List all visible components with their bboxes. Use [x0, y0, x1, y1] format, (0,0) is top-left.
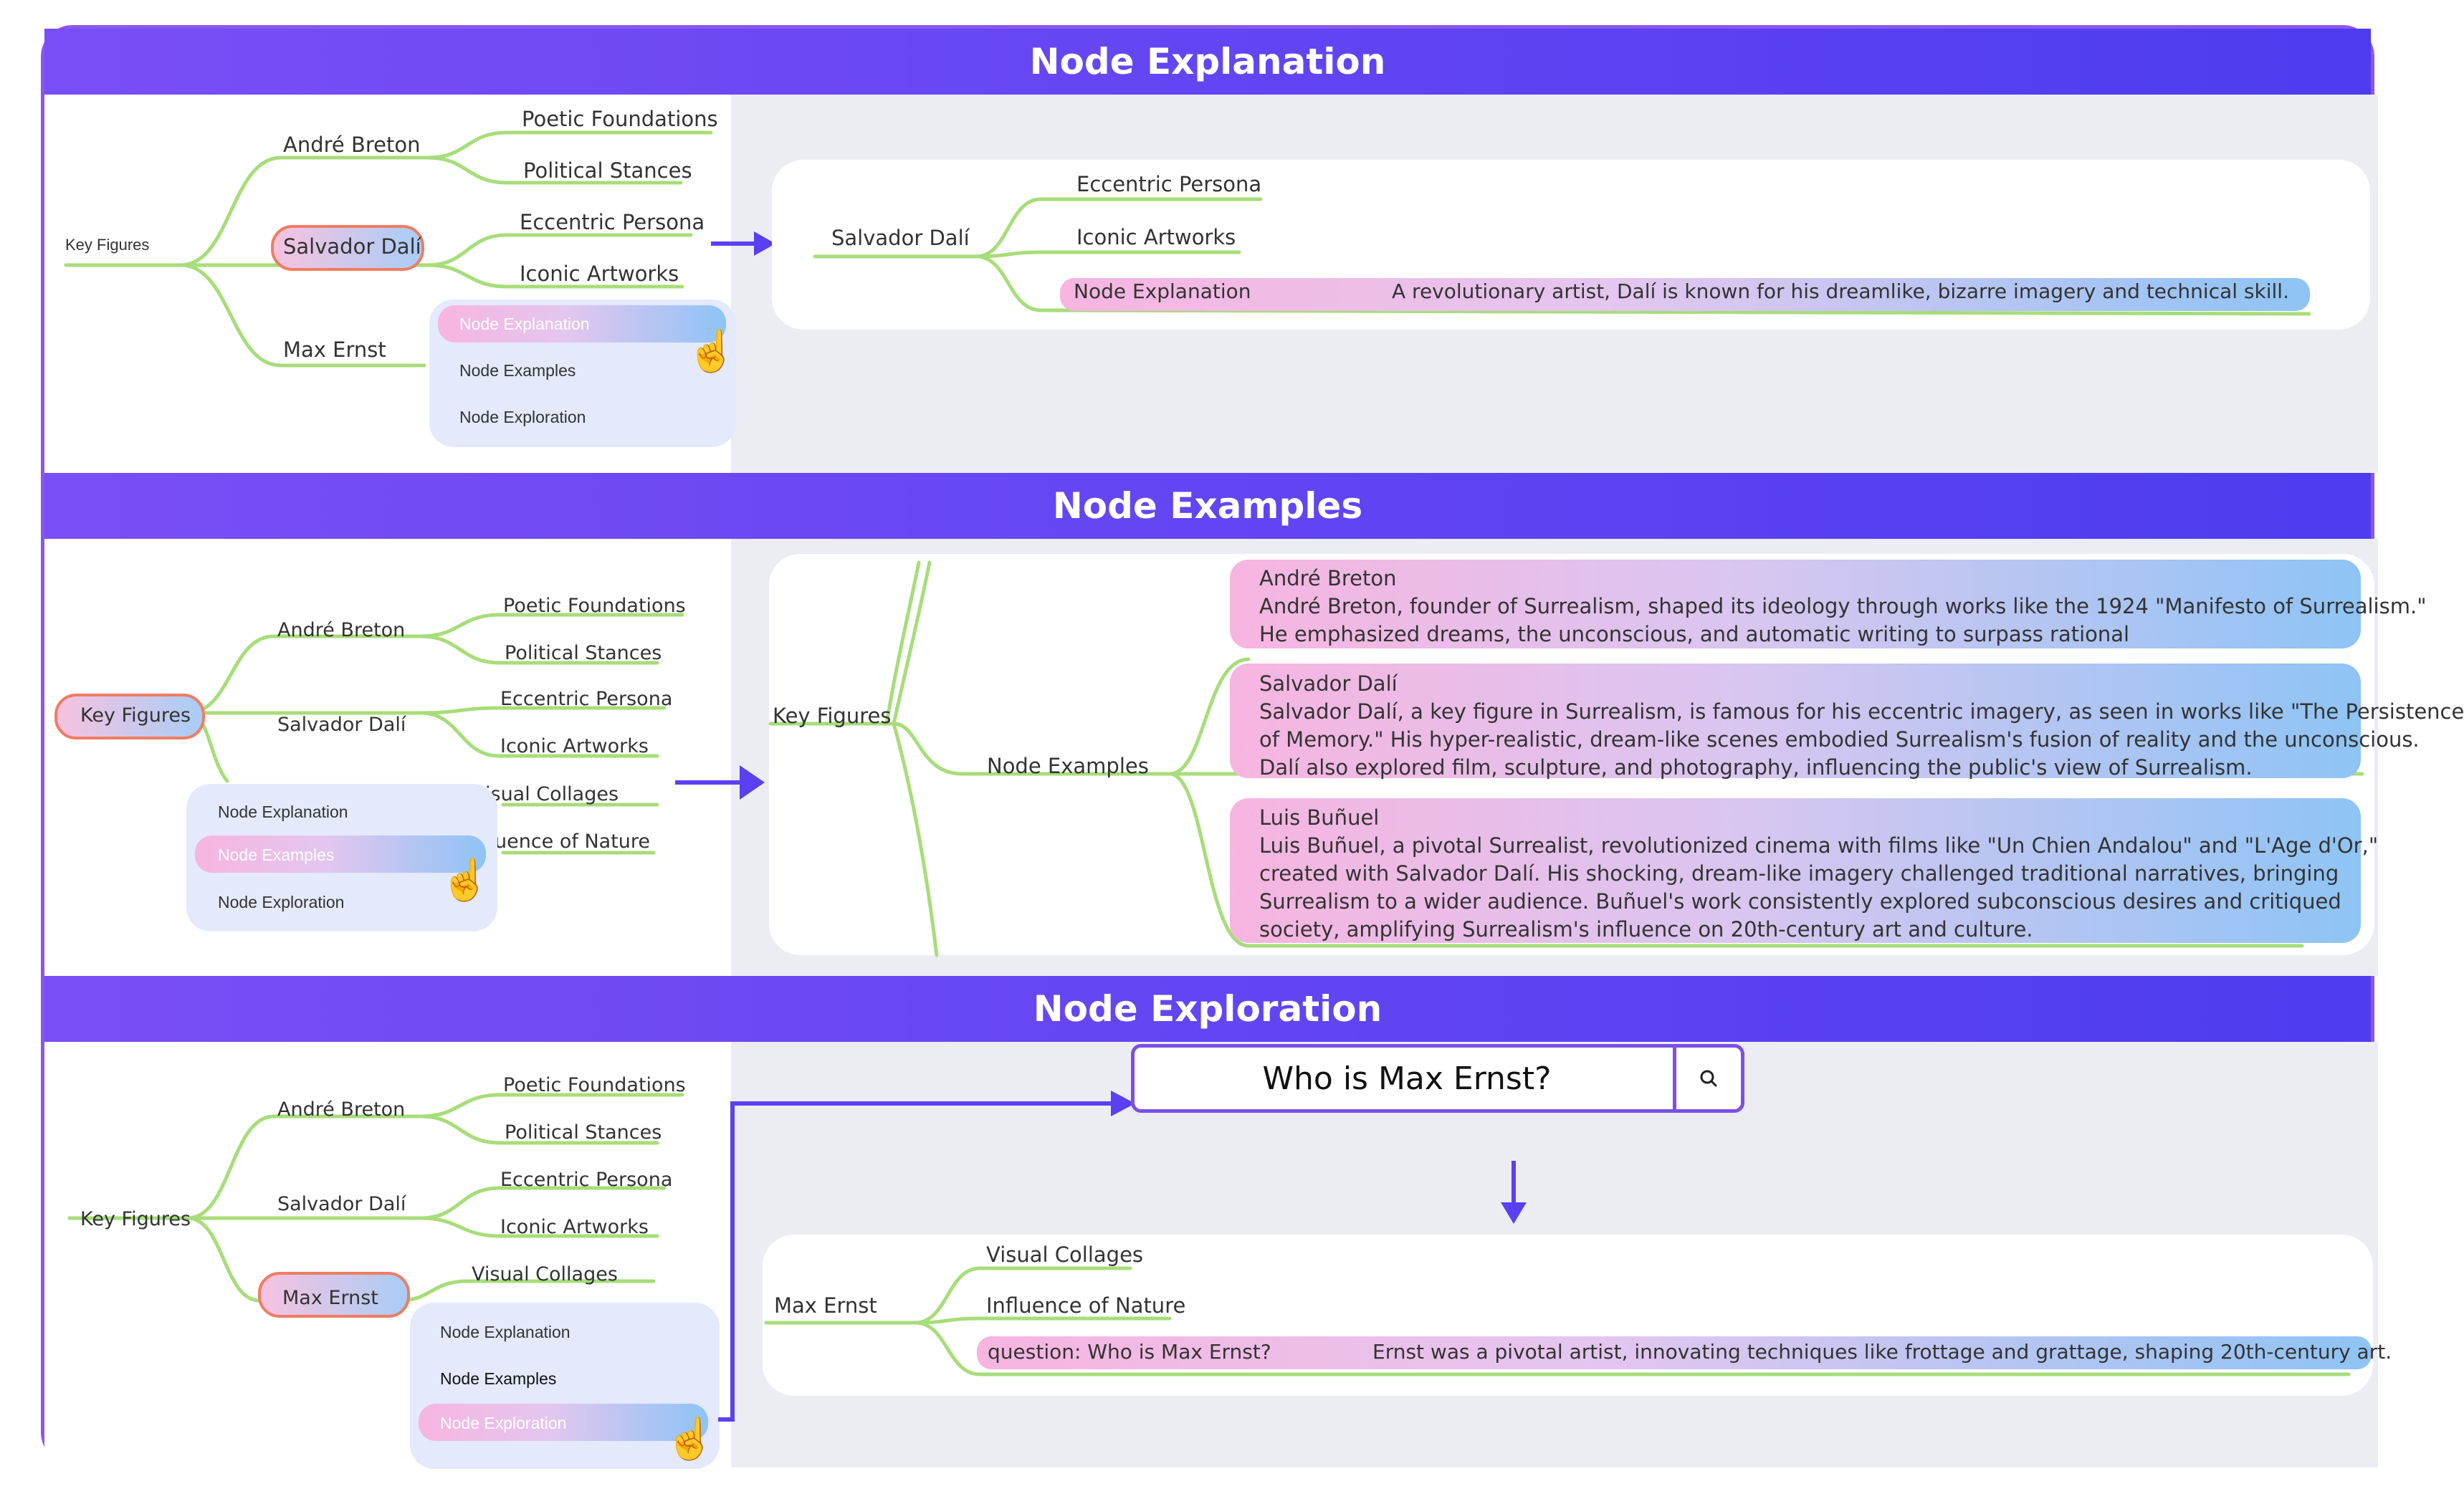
example-card-line: He emphasized dreams, the unconscious, a… [1259, 622, 2130, 646]
result-node-influence-of-nature[interactable]: Influence of Nature [986, 1293, 1186, 1318]
result-node-max-ernst[interactable]: Max Ernst [774, 1293, 877, 1318]
menu-item-label: Node Explanation [459, 315, 590, 333]
exploration-result-pill [977, 1336, 2372, 1369]
branch-lines-result-explanation [813, 197, 2311, 316]
node-eccentric-persona[interactable]: Eccentric Persona [500, 1169, 673, 1191]
section-header-examples: Node Examples [44, 473, 2371, 539]
example-card-luis-bunuel [1230, 798, 2361, 943]
menu-item-node-explanation[interactable]: Node Explanation [218, 803, 348, 821]
example-card-line: of Memory." His hyper-realistic, dream-l… [1259, 727, 2420, 752]
example-card-line: Dalí also explored film, sculpture, and … [1259, 755, 2253, 780]
exploration-answer-text: Ernst was a pivotal artist, innovating t… [1372, 1340, 2392, 1364]
arrow-explanation [711, 231, 775, 256]
node-andre-breton[interactable]: André Breton [277, 1098, 406, 1121]
node-root-key-figures[interactable]: Key Figures [80, 1208, 191, 1230]
node-political-stances[interactable]: Political Stances [523, 158, 692, 183]
context-menu: Node Explanation Node Examples Node Expl… [429, 300, 736, 447]
node-visual-collages[interactable]: isual Collages [485, 783, 619, 805]
node-root[interactable]: Key Figures [65, 236, 150, 254]
node-salvador-dali[interactable]: Salvador Dalí [277, 714, 406, 736]
result-node-examples[interactable]: Node Examples [987, 754, 1149, 778]
example-card-line: Surrealism to a wider audience. Buñuel's… [1259, 889, 2341, 914]
node-poetic-foundations[interactable]: Poetic Foundations [522, 107, 718, 131]
section-header-explanation: Node Explanation [44, 29, 2371, 95]
node-iconic-artworks[interactable]: Iconic Artworks [520, 262, 679, 286]
search-button[interactable] [1673, 1048, 1741, 1109]
example-card-line: created with Salvador Dalí. His shocking… [1259, 861, 2339, 886]
section-title: Node Explanation [1029, 41, 1386, 82]
example-card-name: André Breton [1259, 566, 1397, 590]
node-selected-highlight [258, 1272, 410, 1318]
menu-item-node-explanation[interactable]: Node Explanation [440, 1323, 570, 1341]
explanation-text: A revolutionary artist, Dalí is known fo… [1392, 279, 2289, 303]
branch-lines-exploration [67, 1093, 684, 1303]
context-menu: Node Explanation Node Examples Node Expl… [410, 1303, 720, 1469]
node-political-stances[interactable]: Political Stances [505, 642, 662, 664]
pointer-cursor-icon: ☝ [687, 328, 737, 373]
menu-item-label: Node Exploration [440, 1414, 567, 1432]
example-card-andre-breton [1230, 560, 2361, 648]
pointer-cursor-icon: ☝ [440, 857, 490, 902]
pointer-cursor-icon: ☝ [665, 1416, 715, 1461]
explanation-label: Node Explanation [1074, 279, 1251, 303]
node-influence-of-nature[interactable]: uence of Nature [495, 830, 651, 853]
node-salvador-dali[interactable]: Salvador Dalí [283, 234, 421, 259]
example-card-name: Luis Buñuel [1259, 805, 1380, 830]
node-max-ernst[interactable]: Max Ernst [282, 1287, 378, 1309]
node-salvador-dali[interactable]: Salvador Dalí [277, 1193, 406, 1215]
section-title: Node Exploration [1033, 988, 1383, 1030]
node-andre-breton[interactable]: André Breton [283, 133, 421, 157]
menu-item-node-examples[interactable] [195, 835, 486, 873]
menu-item-node-exploration[interactable]: Node Exploration [459, 408, 586, 426]
menu-item-node-examples[interactable]: Node Examples [459, 361, 576, 380]
section-title: Node Examples [1052, 485, 1363, 527]
node-selected-highlight [54, 694, 205, 739]
search-icon [1700, 1070, 1717, 1087]
explanation-result-pill [1060, 278, 2310, 311]
example-card-line: society, amplifying Surrealism's influen… [1259, 917, 2033, 942]
menu-item-node-exploration[interactable] [419, 1404, 708, 1441]
branch-lines-result-exploration [764, 1266, 2351, 1376]
example-card-salvador-dali [1230, 664, 2361, 778]
node-iconic-artworks[interactable]: Iconic Artworks [500, 1216, 649, 1238]
figure-frame: Node Explanation Key Figures André Breto… [41, 25, 2464, 1469]
result-node-visual-collages[interactable]: Visual Collages [986, 1242, 1144, 1267]
result-node-eccentric-persona[interactable]: Eccentric Persona [1076, 172, 1262, 196]
menu-item-label: Node Examples [218, 846, 335, 864]
node-poetic-foundations[interactable]: Poetic Foundations [503, 1074, 686, 1096]
result-node-iconic-artworks[interactable]: Iconic Artworks [1076, 225, 1236, 249]
node-iconic-artworks[interactable]: Iconic Artworks [500, 735, 649, 757]
example-card-line: Salvador Dalí, a key figure in Surrealis… [1259, 699, 2464, 724]
result-node-key-figures[interactable]: Key Figures [773, 704, 892, 728]
search-bar[interactable]: Who is Max Ernst? [1131, 1044, 1744, 1113]
node-poetic-foundations[interactable]: Poetic Foundations [503, 595, 686, 617]
search-input[interactable]: Who is Max Ernst? [1262, 1060, 1552, 1097]
context-menu: Node Explanation Node Examples Node Expl… [186, 784, 497, 932]
node-political-stances[interactable]: Political Stances [505, 1121, 662, 1144]
menu-item-node-exploration[interactable]: Node Exploration [218, 893, 345, 911]
arrows-exploration [718, 1091, 1527, 1422]
menu-item-node-examples[interactable]: Node Examples [440, 1369, 557, 1388]
example-card-line: André Breton, founder of Surrealism, sha… [1259, 594, 2427, 618]
node-visual-collages[interactable]: Visual Collages [472, 1263, 618, 1285]
example-card-line: Luis Buñuel, a pivotal Surrealist, revol… [1259, 833, 2379, 858]
arrow-examples [675, 765, 765, 800]
menu-item-node-explanation[interactable] [438, 305, 726, 343]
node-andre-breton[interactable]: André Breton [277, 619, 406, 641]
section-header-exploration: Node Exploration [44, 976, 2371, 1042]
node-eccentric-persona[interactable]: Eccentric Persona [500, 688, 673, 710]
node-root-key-figures[interactable]: Key Figures [80, 704, 191, 727]
node-eccentric-persona[interactable]: Eccentric Persona [520, 210, 705, 234]
example-card-name: Salvador Dalí [1259, 671, 1398, 696]
result-node-salvador-dali[interactable]: Salvador Dalí [831, 226, 970, 250]
node-selected-highlight [271, 225, 424, 271]
exploration-question-label: question: Who is Max Ernst? [988, 1340, 1271, 1364]
node-max-ernst[interactable]: Max Ernst [283, 337, 386, 362]
